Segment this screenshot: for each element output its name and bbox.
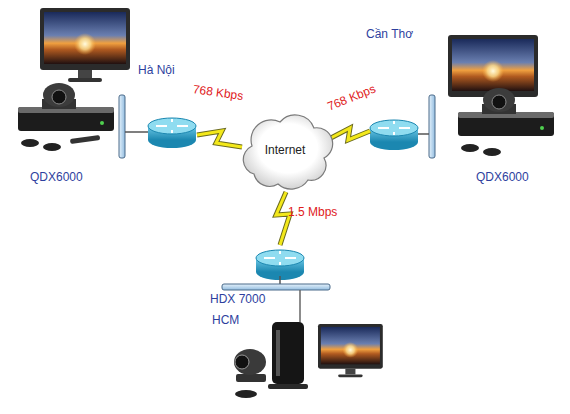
monitor-base (68, 78, 102, 82)
lan-wire (279, 276, 281, 284)
codec-tower (272, 322, 304, 384)
remote (70, 135, 100, 144)
router-arrows (264, 251, 296, 265)
codec-box (458, 112, 554, 136)
device-model: QDX6000 (30, 170, 83, 184)
monitor-frame (40, 8, 130, 70)
bandwidth-label: 768 Kbps (192, 82, 244, 103)
camera-lens (52, 90, 66, 104)
camera-body (43, 83, 75, 107)
lan-bar (222, 284, 330, 290)
lightning-outline (276, 192, 290, 245)
lan-wire (299, 290, 301, 322)
screen-sun (74, 33, 96, 55)
site-name: Hà Nội (138, 63, 175, 77)
monitor-screen (321, 327, 380, 364)
lan-wire (125, 131, 148, 133)
site-name: HCM (212, 313, 239, 327)
monitor-frame (318, 324, 383, 369)
node-text: Internet (236, 143, 334, 157)
bandwidth-label: 768 Kbps (325, 82, 377, 114)
tower-stripe (276, 330, 280, 376)
monitor (40, 8, 130, 82)
microphone (21, 139, 39, 147)
device-model: QDX6000 (476, 170, 529, 184)
lightning-link (197, 131, 242, 147)
router (148, 118, 196, 148)
lightning-link (276, 192, 290, 245)
lightning-link (327, 128, 370, 140)
microphone (461, 144, 479, 152)
router-top (370, 120, 418, 136)
router (256, 250, 304, 280)
router (370, 120, 418, 150)
microphone (43, 143, 61, 151)
tower-base (268, 384, 308, 389)
camera-body (483, 88, 515, 112)
camera-lens (492, 95, 506, 109)
monitor-screen (452, 39, 534, 91)
router-top (148, 118, 196, 134)
bandwidth-label: 1.5 Mbps (288, 205, 337, 219)
hdx-device (234, 322, 308, 398)
monitor-screen (44, 12, 126, 64)
lan-wire (418, 133, 429, 135)
status-light (540, 126, 544, 130)
router-top (256, 250, 304, 266)
monitor (318, 324, 383, 377)
device-model: HDX 7000 (210, 292, 265, 306)
microphone (235, 390, 257, 398)
site-name: Cần Thơ (366, 27, 413, 41)
camera-base (236, 374, 266, 382)
cloud-node: Internet (236, 106, 334, 194)
monitor-frame (448, 35, 538, 97)
monitor-neck (345, 369, 355, 375)
router-arrows (378, 121, 410, 135)
camera-body (234, 349, 266, 375)
lightning-outline (327, 128, 370, 140)
monitor-neck (78, 70, 92, 78)
screen-sun (482, 60, 504, 82)
codec-device (18, 83, 114, 151)
lightning-outline (197, 131, 242, 147)
camera-lens (235, 355, 249, 369)
router-arrows (156, 119, 188, 133)
microphone (483, 148, 501, 156)
codec-device (458, 88, 554, 156)
monitor-base (338, 374, 362, 377)
status-light (100, 121, 104, 125)
screen-sun (342, 342, 358, 358)
codec-box (18, 107, 114, 131)
lan-bar (119, 95, 125, 158)
lan-bar (429, 95, 435, 158)
